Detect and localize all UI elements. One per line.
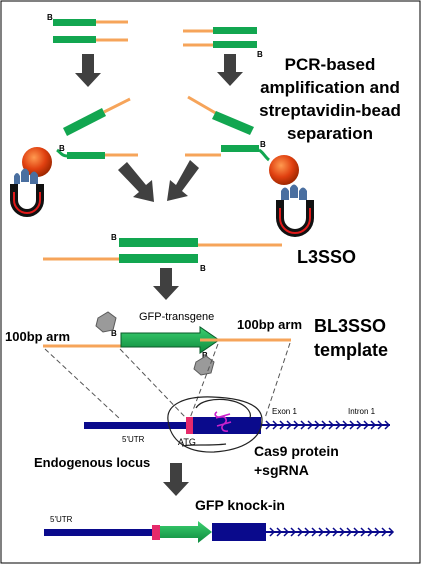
streptavidin-bead bbox=[22, 147, 52, 177]
separated-left: B bbox=[10, 97, 138, 217]
green-strand bbox=[119, 238, 198, 247]
gfp-insert-arrow bbox=[160, 521, 212, 543]
gfp-knock-in: GFP knock-in 5'UTR bbox=[44, 497, 395, 543]
dashed-line bbox=[264, 342, 291, 419]
cas9-line-2: +sgRNA bbox=[254, 462, 309, 478]
dashed-line bbox=[189, 343, 219, 419]
pcr-line-1: PCR-based bbox=[285, 55, 376, 74]
modification-icon bbox=[95, 311, 117, 333]
bl3sso-line-2: template bbox=[314, 340, 388, 360]
homology-guides bbox=[44, 342, 291, 419]
green-strand bbox=[213, 27, 257, 34]
utr-label: 5'UTR bbox=[122, 435, 145, 444]
biotin-marker: B bbox=[200, 264, 206, 273]
pcr-line-4: separation bbox=[287, 124, 373, 143]
streptavidin-bead bbox=[269, 155, 299, 185]
biotin-marker: B bbox=[257, 50, 263, 59]
exon-block bbox=[212, 523, 266, 541]
endogenous-locus-label: Endogenous locus bbox=[34, 455, 150, 470]
sgrna-icon bbox=[214, 411, 232, 432]
pcr-label: PCR-based amplification and streptavidin… bbox=[259, 55, 401, 143]
knock-in-title: GFP knock-in bbox=[195, 497, 285, 513]
down-left-arrow bbox=[167, 160, 199, 201]
utr-label: 5'UTR bbox=[50, 515, 73, 524]
green-strand bbox=[53, 36, 96, 43]
separated-right: B bbox=[185, 95, 314, 237]
magnet-pole bbox=[290, 184, 298, 198]
atg-marker bbox=[186, 417, 193, 434]
down-arrow bbox=[153, 268, 179, 300]
modification-icon bbox=[193, 355, 215, 376]
magnet-pole bbox=[281, 187, 289, 200]
intron-label: Intron 1 bbox=[348, 407, 376, 416]
green-strand bbox=[53, 19, 96, 26]
dashed-line bbox=[44, 348, 120, 419]
green-strand bbox=[212, 111, 254, 135]
cas9-complex bbox=[167, 396, 263, 453]
green-strand bbox=[63, 108, 106, 136]
green-strand bbox=[119, 254, 198, 263]
bl3sso-line-1: BL3SSO bbox=[314, 316, 386, 336]
cas9-line-1: Cas9 protein bbox=[254, 443, 339, 459]
down-arrow bbox=[163, 463, 189, 496]
l3sso-label: L3SSO bbox=[297, 247, 356, 267]
l3sso-duplex: B B L3SSO bbox=[43, 233, 356, 273]
magnet-pole bbox=[30, 171, 38, 184]
arrows-row-1 bbox=[75, 54, 243, 87]
right-arm-label: 100bp arm bbox=[237, 317, 302, 332]
down-arrow bbox=[217, 54, 243, 86]
left-arm-label: 100bp arm bbox=[5, 329, 70, 344]
atg-marker bbox=[152, 525, 160, 540]
duplex-top-left: B bbox=[47, 13, 128, 43]
biotin-linker bbox=[56, 148, 68, 158]
bl3sso-template: 100bp arm 100bp arm GFP-transgene B B BL… bbox=[5, 311, 388, 376]
biotin-marker: B bbox=[47, 13, 53, 22]
utr-bar bbox=[44, 529, 152, 536]
endogenous-locus: Exon 1 Intron 1 5'UTR ATG Cas9 protein +… bbox=[34, 396, 391, 478]
magnet-red-stripe bbox=[13, 192, 41, 214]
biotin-marker: B bbox=[59, 144, 65, 153]
biotin-marker: B bbox=[111, 329, 117, 338]
down-right-arrow bbox=[118, 162, 154, 202]
biotin-marker: B bbox=[202, 351, 208, 360]
magnet-left bbox=[10, 168, 44, 217]
intron-chevrons bbox=[265, 420, 391, 430]
orange-overhang bbox=[187, 95, 220, 117]
pcr-line-2: amplification and bbox=[260, 78, 400, 97]
pcr-line-3: streptavidin-bead bbox=[259, 101, 401, 120]
cas9-lobe-outline bbox=[195, 398, 251, 419]
gfp-transgene-arrow bbox=[120, 326, 220, 354]
biotin-linker bbox=[258, 148, 270, 162]
magnet-right bbox=[276, 184, 314, 237]
intron-chevrons bbox=[269, 527, 395, 537]
exon-label: Exon 1 bbox=[272, 407, 297, 416]
atg-label: ATG bbox=[178, 437, 196, 447]
utr-bar bbox=[84, 422, 194, 429]
magnet-pole bbox=[14, 173, 20, 184]
magnet-pole bbox=[21, 168, 29, 182]
down-arrow bbox=[75, 54, 101, 87]
orange-overhang bbox=[103, 97, 131, 114]
gfp-transgene-label: GFP-transgene bbox=[139, 311, 214, 323]
magnet-body bbox=[276, 200, 314, 237]
green-strand bbox=[67, 152, 105, 159]
arrows-row-2 bbox=[118, 160, 199, 202]
green-strand bbox=[213, 41, 257, 48]
biotin-marker: B bbox=[111, 233, 117, 242]
biotin-marker: B bbox=[260, 140, 266, 149]
magnet-red-stripe bbox=[279, 208, 311, 234]
exon-block bbox=[193, 417, 261, 434]
green-strand bbox=[221, 145, 259, 152]
duplex-top-right: B bbox=[183, 27, 263, 59]
cas9-outer-outline bbox=[167, 396, 263, 453]
cas9-lobe-outline bbox=[181, 443, 227, 447]
magnet-pole bbox=[299, 187, 307, 200]
